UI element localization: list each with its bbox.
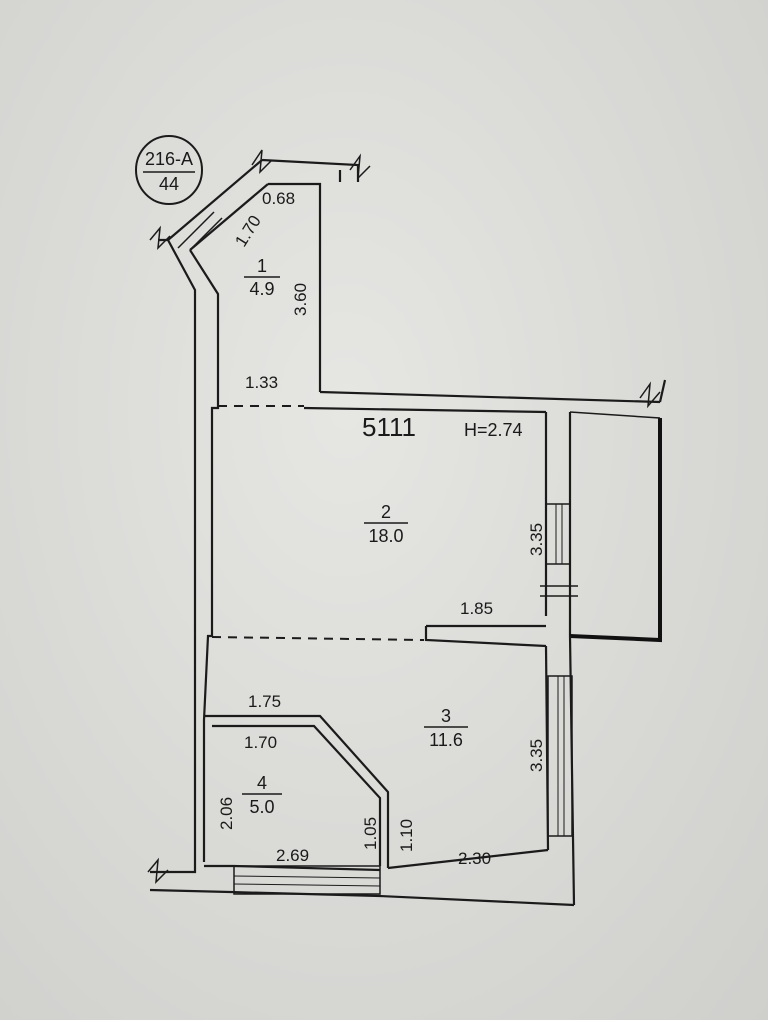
dim-0-68: 0.68: [262, 189, 295, 208]
room-1: 1 4.9: [244, 256, 280, 299]
dim-1-75: 1.75: [248, 692, 281, 711]
room-4-number: 4: [257, 773, 267, 793]
ceiling-height: H=2.74: [464, 420, 523, 440]
stamp-top: 216-А: [145, 149, 193, 169]
walls: [147, 149, 667, 907]
dim-2-30: 2.30: [458, 849, 491, 868]
windows: [177, 211, 578, 895]
room-3-number: 3: [441, 706, 451, 726]
room-2-area: 18.0: [368, 526, 403, 546]
room-2-number: 2: [381, 502, 391, 522]
dim-2-69: 2.69: [276, 846, 309, 865]
room-1-area: 4.9: [249, 279, 274, 299]
dim-1-05: 1.05: [361, 817, 380, 850]
dim-1-70-top: 1.70: [231, 212, 265, 250]
plan-stamp: 216-А 44: [135, 135, 203, 205]
dim-3-35-lower: 3.35: [527, 739, 546, 772]
dim-3-35-upper: 3.35: [527, 523, 546, 556]
dim-2-06: 2.06: [217, 797, 236, 830]
room-4-area: 5.0: [249, 797, 274, 817]
apartment-number: 5111: [362, 412, 416, 442]
room-1-number: 1: [257, 256, 267, 276]
stamp-bottom: 44: [159, 174, 179, 194]
dim-1-33: 1.33: [245, 373, 278, 392]
room-2: 2 18.0: [364, 502, 408, 546]
room-4: 4 5.0: [242, 773, 282, 817]
dim-3-60: 3.60: [291, 283, 310, 316]
room-3: 3 11.6: [424, 706, 468, 750]
room-3-area: 11.6: [429, 730, 463, 750]
dim-1-70: 1.70: [244, 733, 277, 752]
dim-1-85: 1.85: [460, 599, 493, 618]
zone-separators: [211, 405, 425, 641]
dim-1-10: 1.10: [397, 819, 416, 852]
